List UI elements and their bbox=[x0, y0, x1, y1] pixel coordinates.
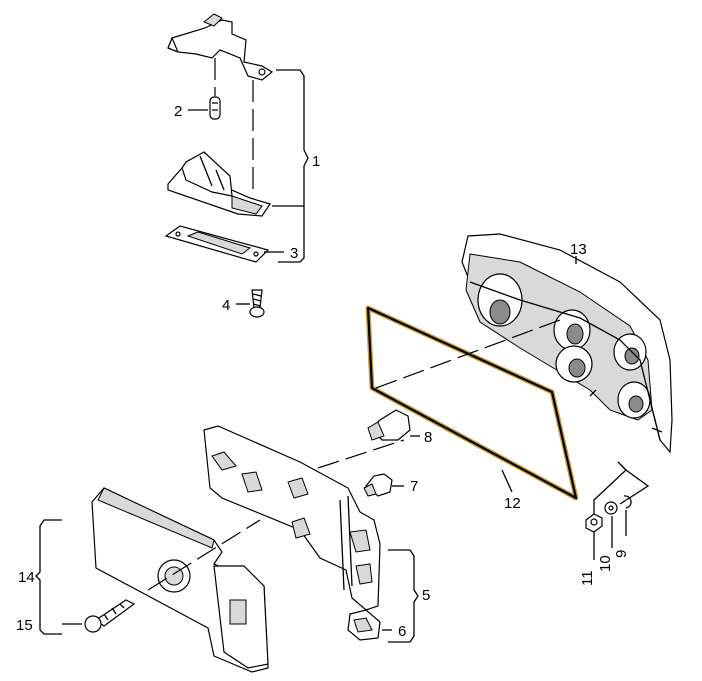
callout-2: 2 bbox=[174, 103, 182, 120]
gasket-12 bbox=[365, 305, 579, 501]
lens-plate-3 bbox=[164, 225, 270, 263]
callout-8: 8 bbox=[424, 429, 432, 446]
lamp-body bbox=[167, 151, 271, 217]
callout-4: 4 bbox=[222, 297, 230, 314]
callout-7: 7 bbox=[410, 478, 418, 495]
lens-14 bbox=[91, 487, 269, 673]
callout-3: 3 bbox=[290, 245, 298, 262]
callout-6: 6 bbox=[398, 623, 406, 640]
nut-11 bbox=[585, 513, 603, 533]
callout-5: 5 bbox=[422, 587, 430, 604]
washer-9 bbox=[623, 495, 632, 509]
bulb-holder-plate-5 bbox=[203, 425, 381, 611]
axis-line bbox=[317, 439, 405, 469]
axis-line bbox=[375, 319, 561, 389]
leader-lines bbox=[593, 461, 650, 514]
bulb-8 bbox=[367, 409, 411, 441]
bulb-2 bbox=[209, 96, 221, 120]
screw-15 bbox=[84, 599, 136, 633]
axis-line bbox=[147, 519, 261, 591]
bracket-5 bbox=[388, 549, 419, 643]
connector-6 bbox=[347, 609, 381, 641]
lamp-bracket bbox=[167, 13, 274, 81]
callout-13: 13 bbox=[570, 241, 587, 258]
callout-12: 12 bbox=[504, 495, 521, 512]
callout-11: 11 bbox=[579, 570, 596, 586]
tail-lamp-housing-13 bbox=[461, 233, 673, 454]
callout-9: 9 bbox=[613, 550, 630, 558]
callout-15: 15 bbox=[16, 617, 33, 634]
callout-10: 10 bbox=[597, 555, 614, 572]
callout-14: 14 bbox=[18, 569, 35, 586]
bracket-14 bbox=[35, 519, 62, 635]
bulb-7 bbox=[363, 473, 393, 497]
callout-1: 1 bbox=[312, 153, 320, 170]
washer-10 bbox=[604, 501, 618, 515]
bracket-1 bbox=[276, 69, 309, 263]
screw-4 bbox=[249, 289, 265, 318]
